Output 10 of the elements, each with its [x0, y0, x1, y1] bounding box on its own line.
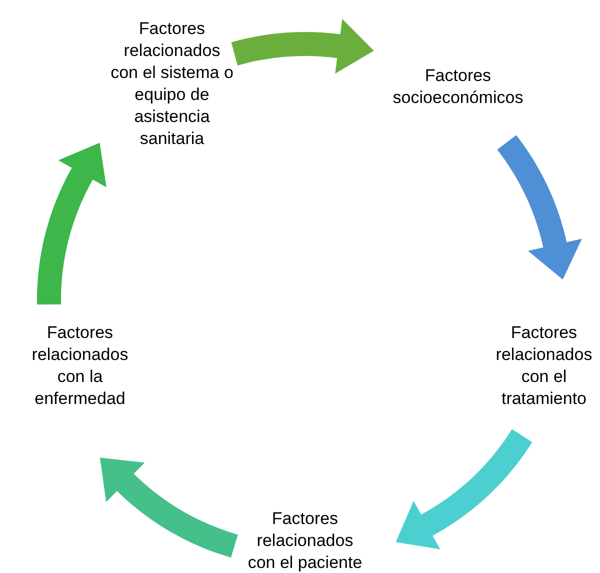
factor-label: Factores relacionados con la enfermedad [30, 322, 130, 410]
curved-arrow [497, 135, 582, 280]
curved-arrow [396, 429, 532, 550]
factor-label: Factores relacionados con el tratamiento [494, 322, 594, 410]
curved-arrow [37, 142, 106, 305]
factor-label: Factores relacionados con el sistema o equipo de asistencia sanitaria [110, 18, 234, 150]
curved-arrow [231, 18, 374, 74]
factor-label: Factores socioeconómicos [392, 65, 524, 109]
curved-arrow [100, 458, 238, 558]
factor-label: Factores relacionados con el paciente [246, 508, 364, 573]
